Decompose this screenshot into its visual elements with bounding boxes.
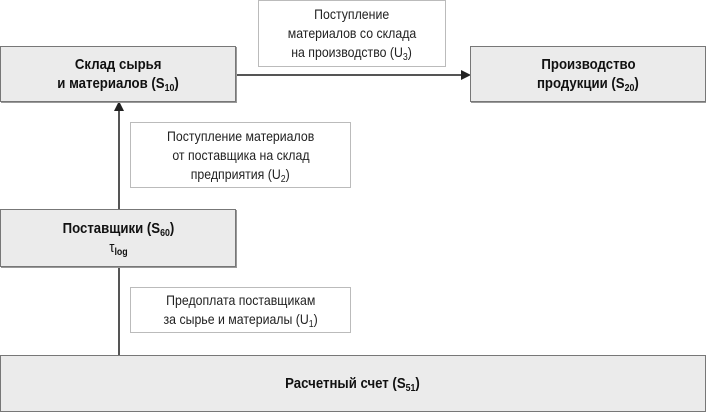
flow-text: за сырье и материалы (U1) — [163, 311, 318, 330]
arrowhead-right-icon — [461, 70, 471, 80]
node-label: Склад сырья — [74, 56, 162, 73]
flow-text: Поступление материалов — [166, 127, 315, 144]
arrowhead-up-icon — [114, 101, 124, 111]
flow-text: Поступление — [314, 6, 390, 22]
flow-label-u1: Предоплата поставщикам за сырье и матери… — [130, 287, 351, 333]
flow-text: Предоплата поставщикам — [165, 292, 316, 308]
node-label: Производство — [540, 56, 636, 73]
flow-text: предприятия (U2) — [191, 165, 290, 185]
flow-line-u3 — [235, 74, 463, 76]
node-production: Производство продукции (S20) — [470, 46, 706, 102]
flow-text: материалов со склада — [287, 25, 417, 41]
node-suppliers: Поставщики (S60) τlog — [0, 209, 236, 267]
node-settlement-account: Расчетный счет (S51) — [0, 355, 706, 412]
node-raw-materials-warehouse: Склад сырья и материалов (S10) — [0, 46, 236, 102]
flow-text: от поставщика на склад — [171, 146, 310, 163]
node-label: Поставщики (S60) — [62, 220, 174, 239]
tau-log-label: τlog — [108, 239, 128, 258]
flow-text: на производство (U3) — [291, 44, 413, 63]
node-label: и материалов (S10) — [57, 75, 179, 94]
node-label: Расчетный счет (S51) — [285, 375, 421, 394]
flow-label-u3: Поступление материалов со склада на прои… — [258, 0, 446, 67]
flow-label-u2: Поступление материалов от поставщика на … — [130, 122, 351, 188]
node-label: продукции (S20) — [537, 75, 639, 94]
